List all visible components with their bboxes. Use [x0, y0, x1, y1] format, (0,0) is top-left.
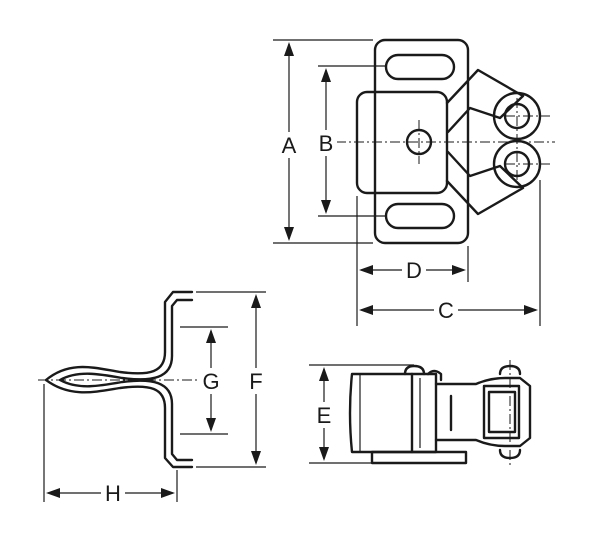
- label-g: G: [202, 369, 219, 394]
- dimension-a: A: [273, 39, 373, 244]
- label-e: E: [317, 403, 332, 428]
- label-d: D: [406, 258, 422, 283]
- label-c: C: [438, 298, 454, 323]
- label-f: F: [249, 369, 262, 394]
- top-view: [348, 360, 532, 466]
- dimension-h: H: [43, 384, 178, 506]
- dimension-g: G: [180, 326, 228, 435]
- front-view: [318, 38, 555, 245]
- label-h: H: [105, 481, 121, 506]
- dimension-b: B: [315, 65, 386, 217]
- dimension-d: D: [356, 196, 469, 283]
- side-view: [38, 290, 200, 469]
- label-b: B: [319, 131, 334, 156]
- dimension-e: E: [309, 364, 414, 464]
- dimension-c: C: [356, 180, 541, 326]
- dimension-f: F: [196, 291, 267, 468]
- label-a: A: [282, 133, 297, 158]
